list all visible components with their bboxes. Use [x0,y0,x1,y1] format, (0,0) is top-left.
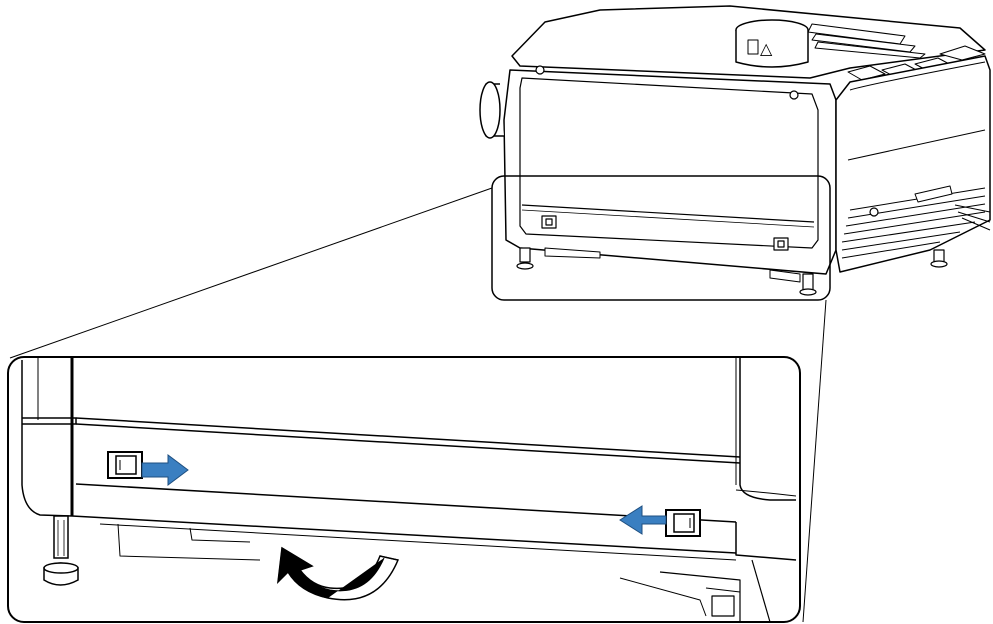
top-lens-port: △ [735,19,809,68]
projector-overview: △ [479,5,991,296]
right-panel-clip [665,509,701,537]
zoom-guide-lines [9,187,827,623]
tilt-down-arrow [277,546,400,601]
overview-feet [516,247,948,296]
projection-lens [479,81,504,139]
detail-frame [7,356,801,623]
slide-right-arrow [141,454,189,486]
slide-left-arrow [619,505,667,535]
front-screw-right [789,90,799,100]
projector-side-face [835,55,991,273]
detail-view [7,356,801,623]
lamp-cover-mark: △ [760,39,773,58]
front-screw-left [535,65,545,75]
detail-right-corner [739,358,796,501]
front-panel-frame [519,77,819,249]
side-cables [954,204,991,231]
top-vent-grille [807,23,926,59]
side-screw [869,207,879,217]
detail-left-corner [21,360,73,517]
detail-panel-edge [22,417,77,425]
overview-zoom-region [491,175,831,301]
overview-front-clip-right [773,237,789,251]
overview-front-clip-left [541,215,557,229]
left-panel-clip [107,451,143,479]
detail-left-foot [43,515,79,586]
